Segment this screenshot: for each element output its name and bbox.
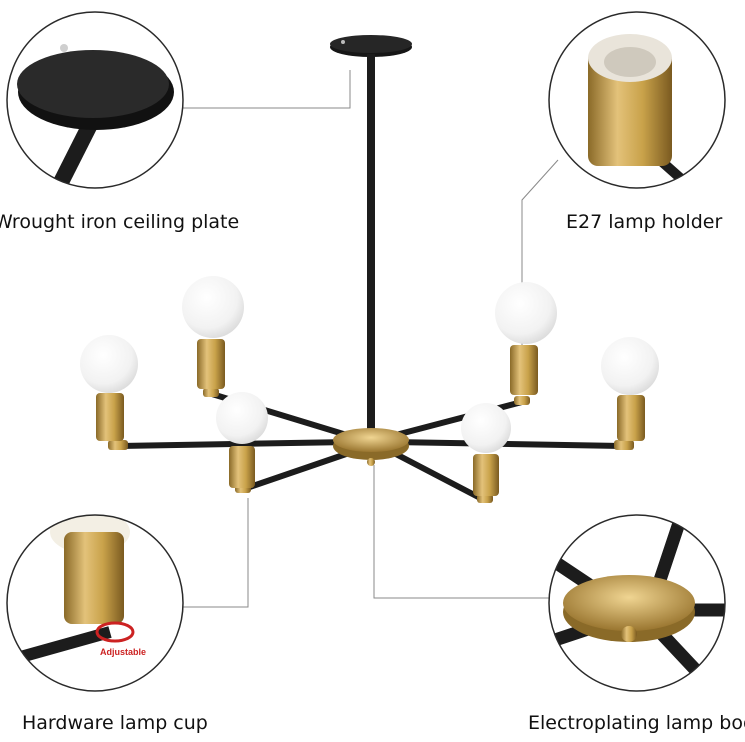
label-lamp-holder: E27 lamp holder [566,211,723,233]
down-rod [367,54,375,431]
label-ceiling-plate: Wrought iron ceiling plate [0,211,240,233]
lamp-socket-right [601,337,659,441]
lamp-socket-left [80,335,138,441]
lamp-socket-front-right [461,403,511,496]
callout-line-plate [183,70,351,109]
lamp-socket-back-left [182,276,244,389]
central-hub [333,428,409,466]
label-adjustable: Adjustable [100,647,147,657]
callout-line-body [373,465,550,599]
inset-lamp-cup [6,514,184,692]
callout-line-cup [183,498,249,608]
inset-ceiling-plate [6,11,184,189]
inset-lamp-holder [548,11,726,189]
label-lamp-body: Electroplating lamp body [528,712,745,734]
ceiling-canopy [330,35,412,431]
lamp-socket-front-left [216,392,268,488]
arm-joints [108,388,634,503]
inset-lamp-body [548,514,726,692]
label-lamp-cup: Hardware lamp cup [22,712,208,734]
lamp-socket-back-right [495,282,557,395]
